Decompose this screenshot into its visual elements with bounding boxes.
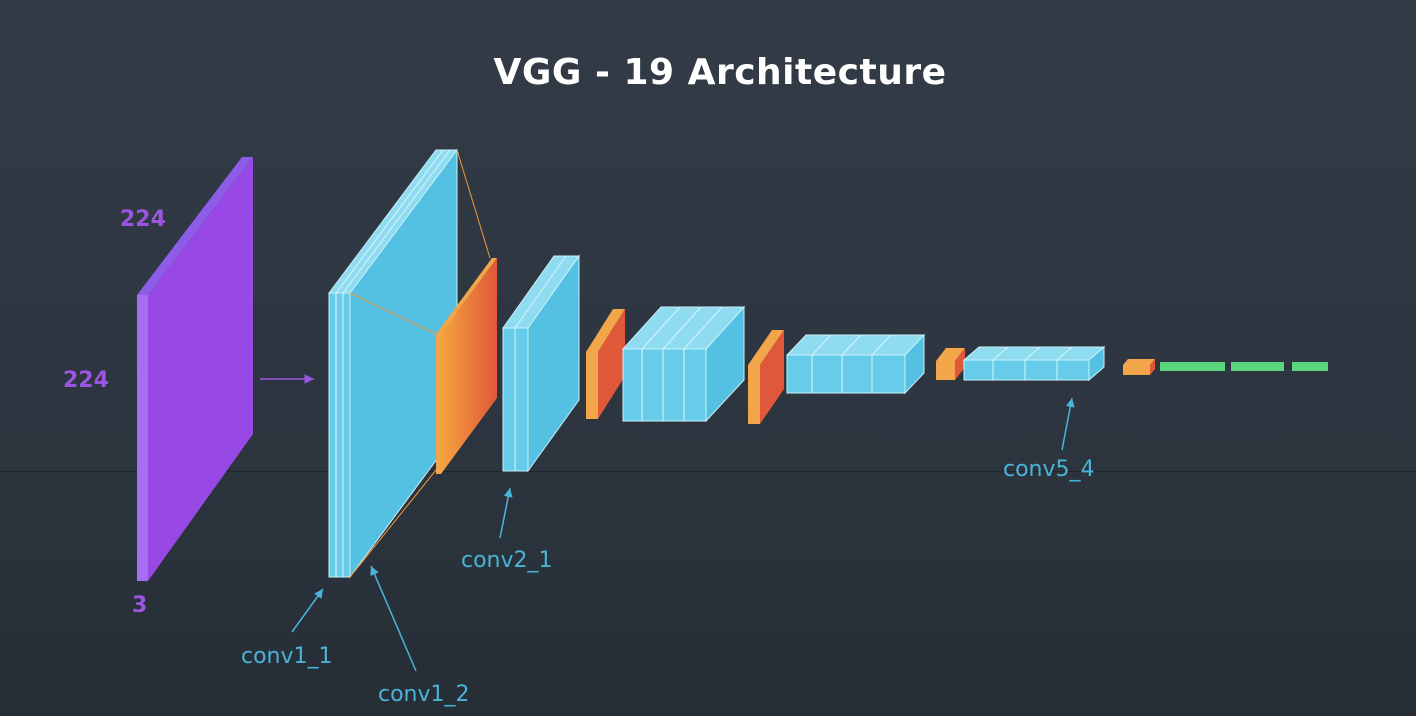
conv5-4-pointer-arrow [1061, 397, 1075, 451]
pool4-layer [936, 348, 965, 380]
diagram-title: VGG - 19 Architecture [493, 52, 947, 93]
pool2-layer [586, 309, 625, 419]
conv5-4-label: conv5_4 [1003, 457, 1095, 482]
pool5-layer [1123, 359, 1155, 375]
conv1-block [328, 148, 491, 579]
conv1-2-pointer-arrow [370, 565, 417, 672]
pool3-layer [748, 330, 784, 424]
conv2-1-pointer-arrow [499, 487, 513, 539]
conv4-block [785, 333, 926, 395]
input-height-label: 224 [120, 207, 166, 232]
conv1-2-label: conv1_2 [378, 682, 470, 707]
conv1-1-pointer-arrow [291, 588, 324, 633]
conv2-1-label: conv2_1 [461, 548, 553, 573]
conv2-block [502, 254, 580, 473]
conv1-1-label: conv1_1 [241, 644, 333, 669]
fc3-layer [1292, 362, 1328, 371]
fc1-layer [1160, 362, 1225, 371]
pool1-layer [436, 258, 497, 474]
input-channels-label: 3 [132, 593, 147, 618]
horizontal-divider-line [0, 471, 1416, 472]
fc2-layer [1231, 362, 1284, 371]
conv5-block [962, 345, 1106, 382]
input-width-label: 224 [63, 368, 109, 393]
input-layer [137, 157, 253, 581]
conv3-block [621, 305, 746, 423]
